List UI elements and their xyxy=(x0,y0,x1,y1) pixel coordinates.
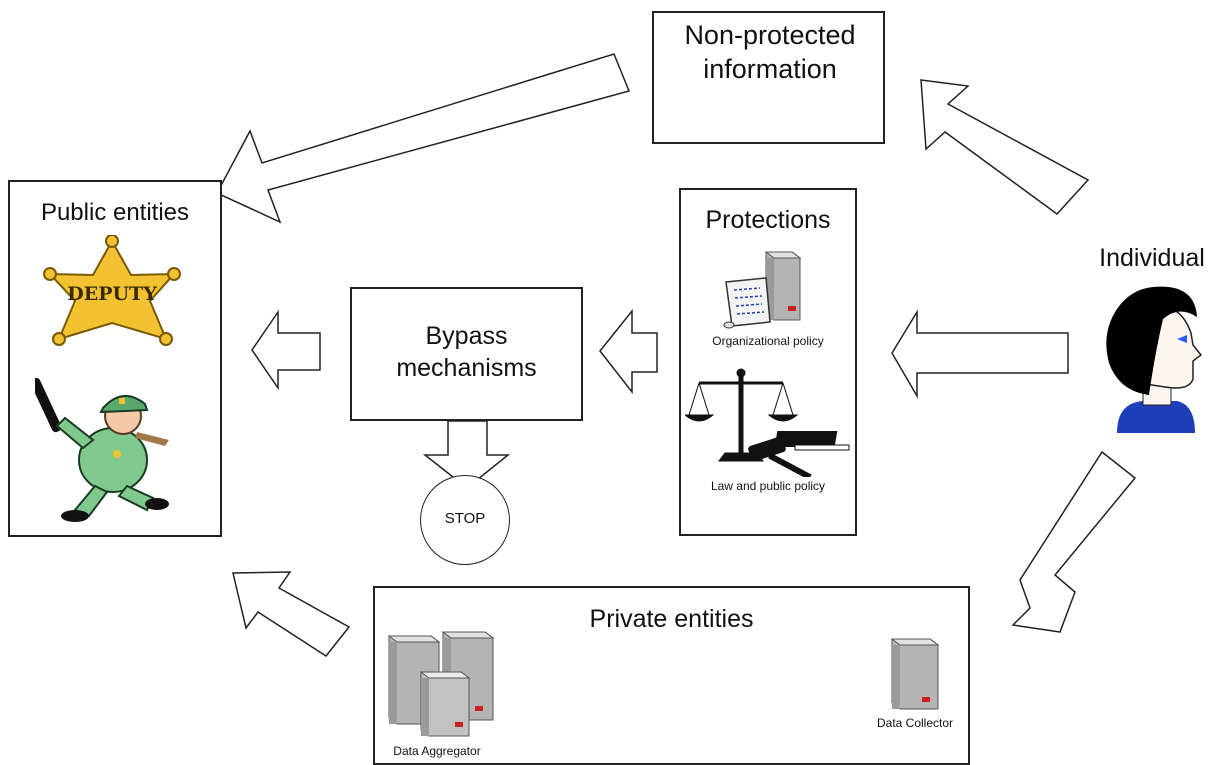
organizational-policy-label: Organizational policy xyxy=(712,334,824,348)
non-protected-box xyxy=(652,11,885,144)
arrow-individual-to-nonprotected xyxy=(920,79,1090,216)
bypass-mechanisms-label: Bypass mechanisms xyxy=(396,322,537,382)
deputy-star-icon: DEPUTY xyxy=(43,235,181,346)
non-protected-label: Non-protected information xyxy=(684,20,856,84)
arrow-private-to-public xyxy=(232,571,351,657)
data-collector-icon xyxy=(890,638,940,710)
stop-label: STOP xyxy=(444,510,486,527)
arrow-individual-to-private xyxy=(1011,450,1137,633)
arrow-nonprotected-to-public xyxy=(215,53,631,224)
data-collector-label: Data Collector xyxy=(876,716,954,730)
police-officer-icon xyxy=(35,377,169,522)
arrow-bypass-to-public xyxy=(251,309,321,391)
book-icon xyxy=(774,431,850,451)
stop-circle xyxy=(420,475,510,565)
scales-icon xyxy=(685,368,799,462)
individual-label: Individual xyxy=(1099,244,1205,272)
server-icon xyxy=(419,671,471,737)
bypass-mechanisms-box xyxy=(350,287,583,421)
arrow-protections-to-bypass xyxy=(599,308,658,395)
protections-box xyxy=(679,188,857,536)
server-icon xyxy=(890,638,940,710)
data-aggregator-label: Data Aggregator xyxy=(393,744,481,758)
deputy-badge-text: DEPUTY xyxy=(67,283,157,305)
organizational-policy-icon xyxy=(723,251,802,329)
law-policy-icon xyxy=(685,368,850,477)
data-aggregator-icon xyxy=(387,631,495,737)
document-icon xyxy=(723,277,771,329)
arrow-bypass-to-stop xyxy=(422,420,511,489)
protections-label: Protections xyxy=(705,206,831,234)
gavel-icon xyxy=(748,436,812,477)
person-icon xyxy=(1106,286,1203,433)
private-entities-label: Private entities xyxy=(589,605,754,633)
public-entities-label: Public entities xyxy=(40,199,190,226)
server-icon xyxy=(764,251,802,321)
law-policy-label: Law and public policy xyxy=(710,479,826,493)
arrow-individual-to-protections xyxy=(891,309,1069,399)
